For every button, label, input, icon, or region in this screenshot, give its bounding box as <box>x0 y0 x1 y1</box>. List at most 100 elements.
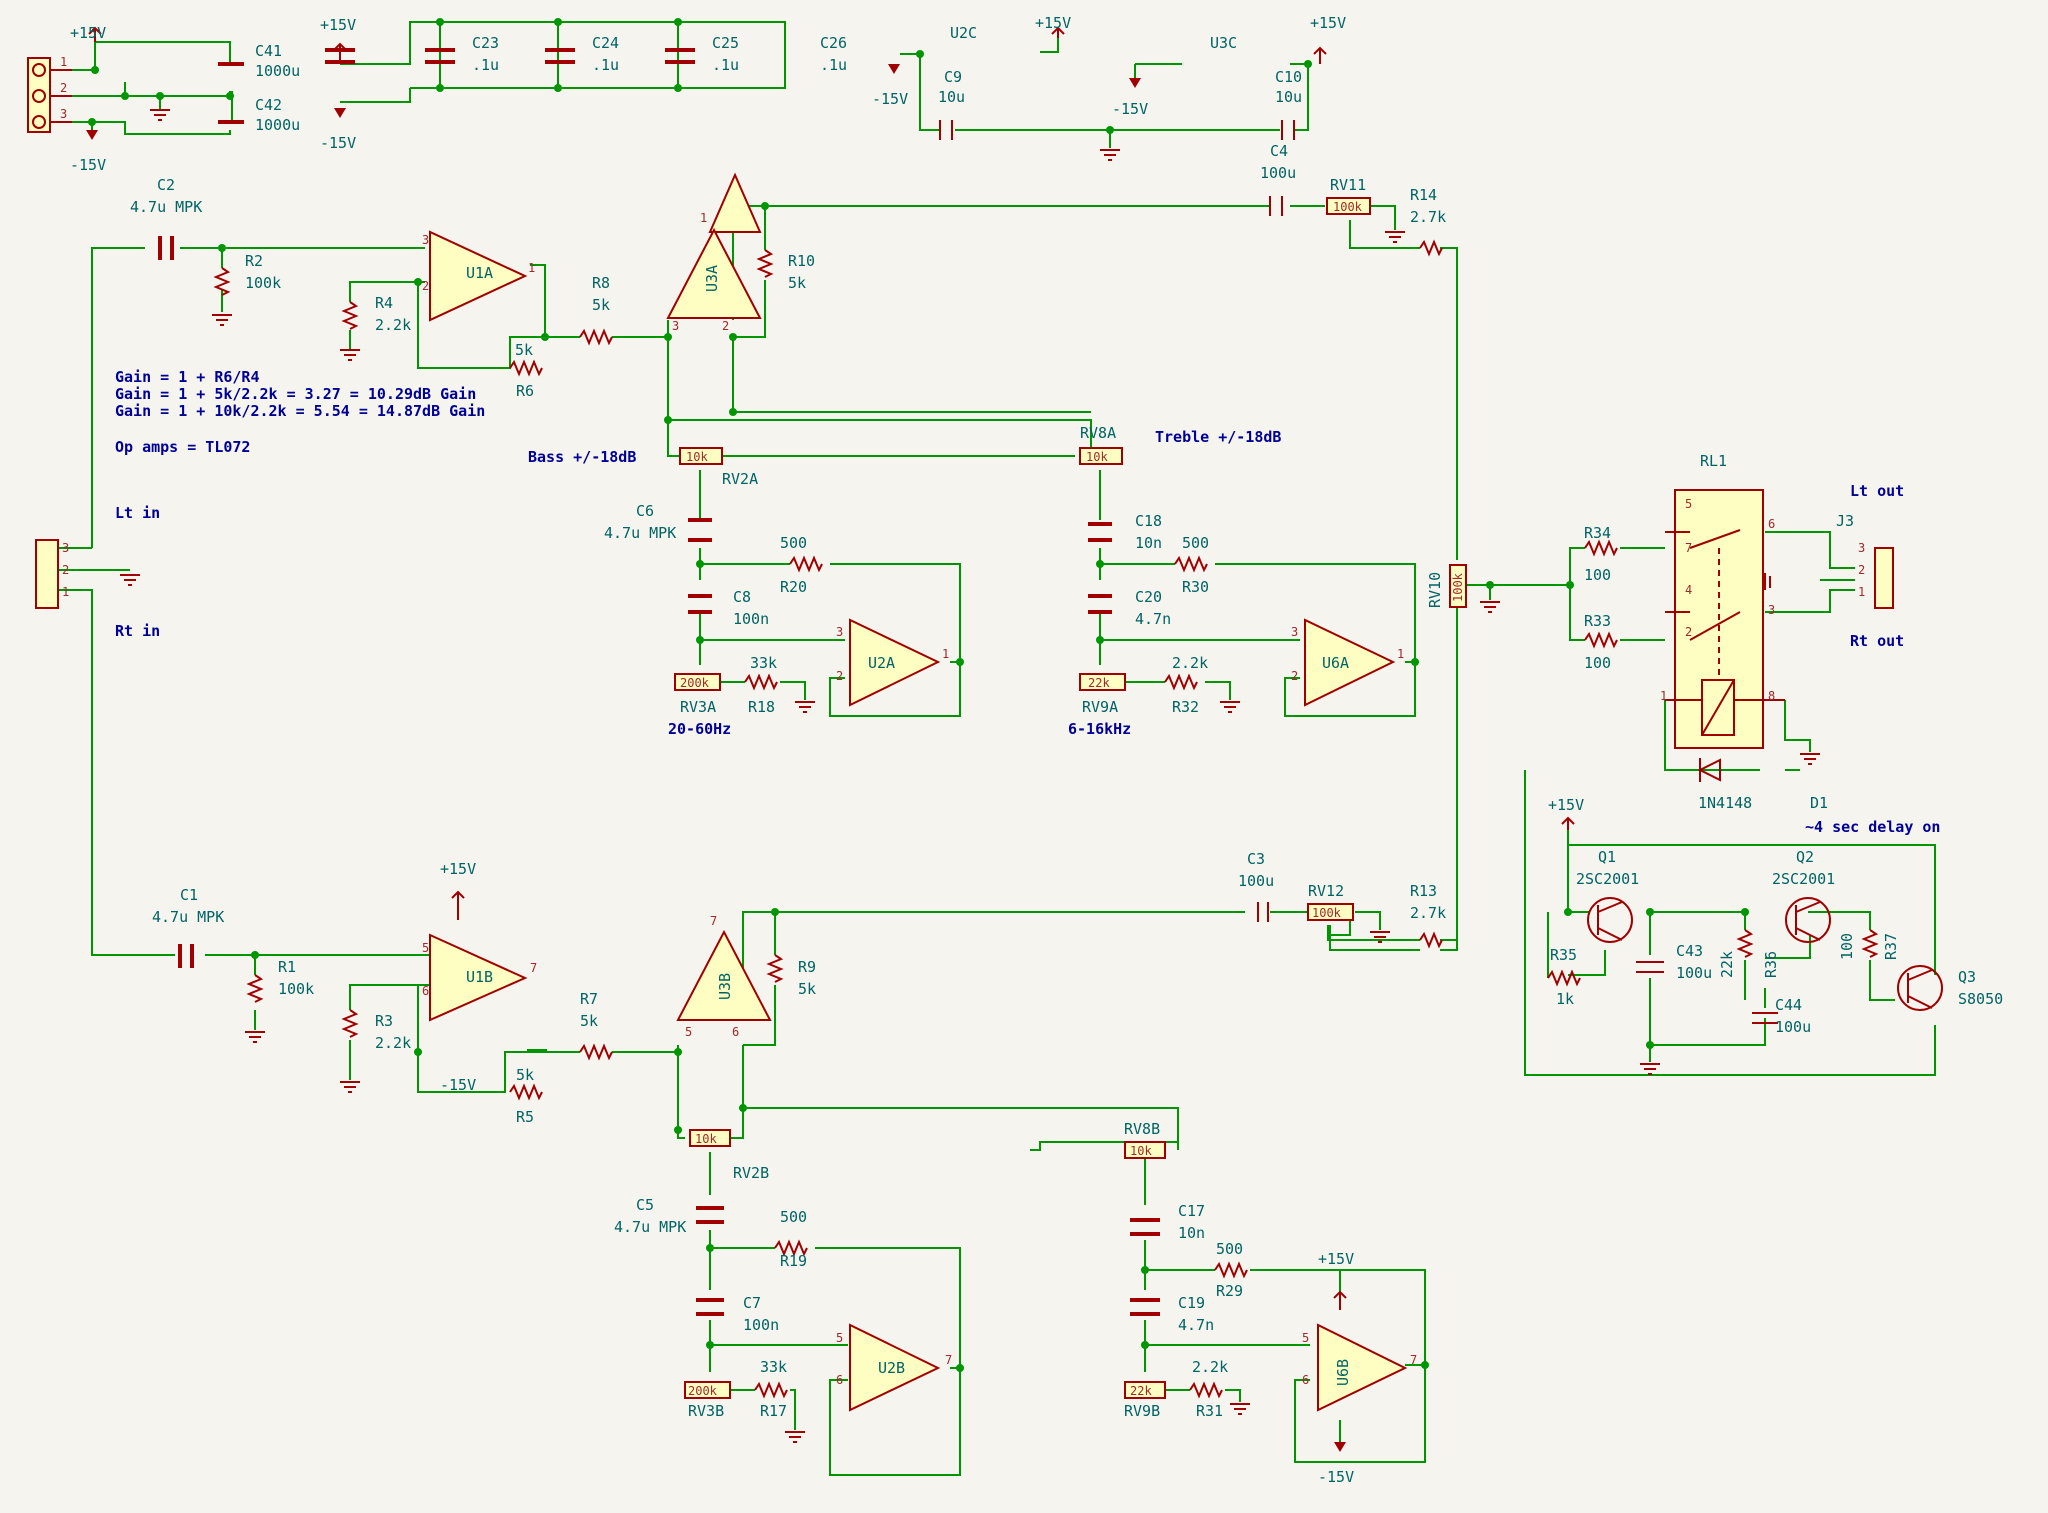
svg-text:3: 3 <box>62 541 69 555</box>
ref-u2a: U2A <box>868 654 895 672</box>
ref-u1a: U1A <box>466 264 493 282</box>
ref-c23: C23 <box>472 34 499 52</box>
transistors <box>1587 897 1943 1011</box>
ref-c19: C19 <box>1178 1294 1205 1312</box>
ref-c1: C1 <box>180 886 198 904</box>
ref-rv2a: RV2A <box>722 470 758 488</box>
val-rv10: 100k <box>1451 572 1465 602</box>
ref-u2b: U2B <box>878 1359 905 1377</box>
grounds <box>120 109 1820 1443</box>
svg-text:3: 3 <box>672 319 679 333</box>
ref-c3: C3 <box>1247 850 1265 868</box>
val-rv11: 100k <box>1333 200 1363 214</box>
annotations: Gain = 1 + R6/R4 Gain = 1 + 5k/2.2k = 3.… <box>115 368 1940 836</box>
val-r3: 2.2k <box>375 1034 411 1052</box>
svg-text:6: 6 <box>1768 517 1775 531</box>
note-lt-out: Lt out <box>1850 482 1904 500</box>
val-q2: 2SC2001 <box>1772 870 1835 888</box>
ref-r29: R29 <box>1216 1282 1243 1300</box>
svg-text:1: 1 <box>528 261 535 275</box>
ref-c41: C41 <box>255 42 282 60</box>
component-labels: +15V -15V +15V -15V +15V +15V -15V -15V … <box>70 14 2003 1486</box>
ref-c43: C43 <box>1676 942 1703 960</box>
val-c7: 100n <box>743 1316 779 1334</box>
note-rt-out: Rt out <box>1850 632 1904 650</box>
ref-r2: R2 <box>245 252 263 270</box>
ref-rv9b: RV9B <box>1124 1402 1160 1420</box>
wires <box>58 21 1936 1476</box>
note-gain-b: Gain = 1 + 10k/2.2k = 5.54 = 14.87dB Gai… <box>115 402 485 420</box>
ref-rv11: RV11 <box>1330 176 1366 194</box>
note-lt-in: Lt in <box>115 504 160 522</box>
svg-text:2: 2 <box>836 669 843 683</box>
svg-text:7: 7 <box>945 1353 952 1367</box>
svg-text:1: 1 <box>1858 585 1865 599</box>
ref-c2: C2 <box>157 176 175 194</box>
ref-r13: R13 <box>1410 882 1437 900</box>
ref-c18: C18 <box>1135 512 1162 530</box>
ref-r3: R3 <box>375 1012 393 1030</box>
ref-r1: R1 <box>278 958 296 976</box>
ref-r37: R37 <box>1882 933 1900 960</box>
ref-u2c: U2C <box>950 24 977 42</box>
ref-u3b: U3B <box>716 973 734 1000</box>
ref-c24: C24 <box>592 34 619 52</box>
val-c20: 4.7n <box>1135 610 1171 628</box>
val-r13: 2.7k <box>1410 904 1446 922</box>
val-r35: 1k <box>1556 990 1574 1008</box>
svg-text:3: 3 <box>1768 603 1775 617</box>
ref-u3c: U3C <box>1210 34 1237 52</box>
ref-d1: D1 <box>1810 794 1828 812</box>
val-c6: 4.7u MPK <box>604 524 676 542</box>
ref-r32: R32 <box>1172 698 1199 716</box>
opamp-u2b <box>849 1323 941 1412</box>
pot-boxes <box>674 197 1467 1399</box>
svg-text:3: 3 <box>1858 541 1865 555</box>
note-opamps: Op amps = TL072 <box>115 438 250 456</box>
ref-rv8b: RV8B <box>1124 1120 1160 1138</box>
pwr-label: -15V <box>320 134 356 152</box>
svg-text:7: 7 <box>1685 541 1692 555</box>
val-c43: 100u <box>1676 964 1712 982</box>
svg-text:8: 8 <box>1768 689 1775 703</box>
ref-r4: R4 <box>375 294 393 312</box>
opamp-u1a <box>429 230 528 322</box>
ref-rv9a: RV9A <box>1082 698 1118 716</box>
ref-u3a: U3A <box>703 265 721 292</box>
ref-rv10: RV10 <box>1426 572 1444 608</box>
svg-text:6: 6 <box>836 1373 843 1387</box>
diode-d1 <box>1697 758 1721 782</box>
val-r7: 5k <box>580 1012 598 1030</box>
val-rv2b: 10k <box>695 1132 717 1146</box>
val-c9: 10u <box>938 88 965 106</box>
power-connector: 123 <box>27 55 72 133</box>
relay-symbol <box>1665 489 1785 749</box>
pwr-label: +15V <box>320 16 356 34</box>
ref-r18: R18 <box>748 698 775 716</box>
svg-text:2: 2 <box>60 81 67 95</box>
val-d1: 1N4148 <box>1698 794 1752 812</box>
ref-r7: R7 <box>580 990 598 1008</box>
val-c23: .1u <box>472 56 499 74</box>
svg-text:7: 7 <box>1410 1353 1417 1367</box>
ref-r30: R30 <box>1182 578 1209 596</box>
val-r37: 100 <box>1838 933 1856 960</box>
val-c25: .1u <box>712 56 739 74</box>
val-c18: 10n <box>1135 534 1162 552</box>
val-r10: 5k <box>788 274 806 292</box>
note-gain-formula: Gain = 1 + R6/R4 <box>115 368 260 386</box>
opamp-u6b <box>1317 1323 1408 1412</box>
note-gain-a: Gain = 1 + 5k/2.2k = 3.27 = 10.29dB Gain <box>115 385 476 403</box>
svg-text:1: 1 <box>1660 689 1667 703</box>
svg-text:1: 1 <box>1397 647 1404 661</box>
svg-text:1: 1 <box>700 211 707 225</box>
opamp-u1b <box>429 933 528 1022</box>
pwr-label: -15V <box>70 156 106 174</box>
svg-text:2: 2 <box>422 279 429 293</box>
svg-text:6: 6 <box>422 984 429 998</box>
ref-c7: C7 <box>743 1294 761 1312</box>
val-rv8a: 10k <box>1086 450 1108 464</box>
val-c44: 100u <box>1775 1018 1811 1036</box>
svg-text:2: 2 <box>1291 669 1298 683</box>
